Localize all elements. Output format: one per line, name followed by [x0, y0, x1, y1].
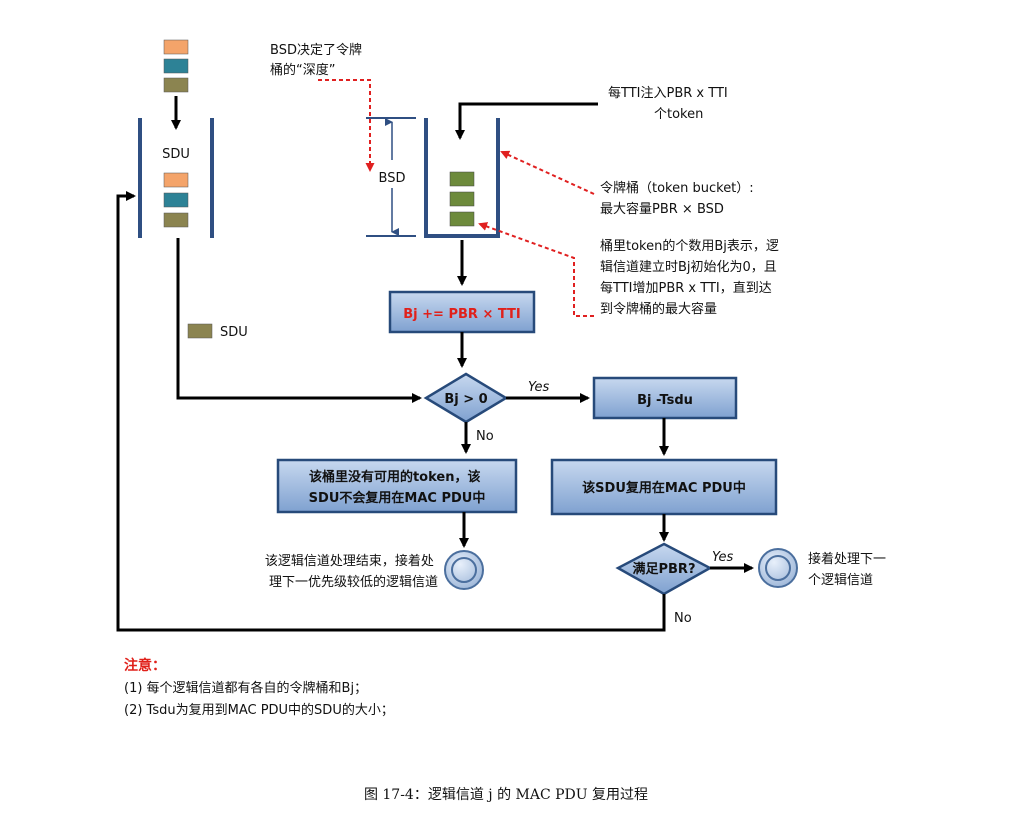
bj-desc-pointer [478, 222, 594, 317]
bj-decrement-box: Bj -Tsdu [592, 376, 738, 420]
bj-desc-line-1: 桶里token的个数用Bj表示，逻 [600, 238, 779, 254]
bsd-note: BSD决定了令牌 桶的“深度” [270, 42, 366, 78]
no-label-1: No [476, 429, 494, 444]
pbr-inject-line-1: 每TTI注入PBR x TTI [608, 85, 728, 101]
no-token-line-2: SDU不会复用在MAC PDU中 [309, 490, 486, 506]
no-token-line-1: 该桶里没有可用的token，该 [309, 469, 481, 485]
sdu-queue: SDU [138, 118, 214, 238]
end-node-right [758, 548, 798, 588]
queued-sdu-teal [163, 192, 189, 208]
no-token-text: 该桶里没有可用的token，该 SDU不会复用在MAC PDU中 [309, 469, 486, 506]
arrow-no-loop-back [116, 191, 666, 632]
bj-check-label: Bj > 0 [444, 392, 487, 407]
sdu-block-olive [163, 77, 189, 93]
token-block-2 [449, 191, 475, 207]
yes-label-2: Yes [712, 550, 734, 565]
end-left-note: 该逻辑信道处理结束，接着处 理下一优先级较低的逻辑信道 [265, 553, 438, 590]
bj-check-decision: Bj > 0 [423, 372, 509, 424]
end-left-line-2: 理下一优先级较低的逻辑信道 [269, 574, 438, 590]
sdu-item-label: SDU [220, 325, 248, 340]
notes-title: 注意： [124, 657, 166, 674]
incoming-sdu-blocks [163, 39, 189, 93]
bj-increment-label: Bj += PBR × TTI [403, 307, 520, 322]
token-block-3 [449, 211, 475, 227]
end-node-left [444, 550, 484, 590]
end-right-line-2: 个逻辑信道 [808, 573, 873, 588]
bj-desc-line-2: 辑信道建立时Bj初始化为0，且 [600, 260, 777, 275]
bj-desc-line-3: 每TTI增加PBR x TTI，直到达 [600, 280, 772, 296]
sdu-block-teal [163, 58, 189, 74]
token-bucket [424, 118, 500, 238]
sdu-item-block [187, 323, 213, 339]
bj-decrement-rect [592, 376, 738, 420]
end-circle-right-outer [758, 548, 798, 588]
mux-box: 该SDU复用在MAC PDU中 [550, 458, 778, 516]
yes-label-1: Yes [528, 380, 550, 395]
bsd-note-line-1: BSD决定了令牌 [270, 42, 362, 58]
end-right-note: 接着处理下一 个逻辑信道 [808, 551, 890, 588]
sdu-block-orange [163, 39, 189, 55]
bsd-dim-label: BSD [379, 171, 406, 186]
bucket-desc-line-1: 令牌桶（token bucket）: [600, 180, 754, 196]
pbr-check-decision: 满足PBR? [615, 542, 713, 596]
bj-increment-box: Bj += PBR × TTI [388, 290, 536, 334]
end-circle-left-outer [444, 550, 484, 590]
bsd-note-line-2: 桶的“深度” [270, 62, 335, 78]
end-circle-right-inner [765, 555, 791, 581]
queue-label: SDU [162, 147, 190, 162]
end-right-line-1: 接着处理下一 [808, 551, 886, 567]
note-item-2: (2) Tsdu为复用到MAC PDU中的SDU的大小； [124, 702, 394, 718]
no-token-rect [276, 458, 518, 514]
mux-label: 该SDU复用在MAC PDU中 [582, 480, 746, 496]
bucket-desc-pointer [500, 150, 595, 195]
no-token-box: 该桶里没有可用的token，该 SDU不会复用在MAC PDU中 [276, 458, 518, 514]
end-left-line-1: 该逻辑信道处理结束，接着处 [265, 553, 434, 569]
bj-increment-rect [388, 290, 536, 334]
no-label-2: No [674, 611, 692, 626]
queued-sdu-orange [163, 172, 189, 188]
token-block-1 [449, 171, 475, 187]
bj-decrement-label: Bj -Tsdu [637, 393, 693, 408]
pbr-inject-note: 每TTI注入PBR x TTI 个token [608, 85, 732, 122]
queued-sdu-olive [163, 212, 189, 228]
figure-caption: 图 17-4：逻辑信道 j 的 MAC PDU 复用过程 [364, 786, 648, 803]
arrow-queue-to-decision [176, 238, 422, 403]
arrow-token-inject [455, 102, 598, 140]
pbr-inject-line-2: 个token [654, 107, 703, 122]
note-item-1: (1) 每个逻辑信道都有各自的令牌桶和Bj； [124, 680, 367, 696]
bj-desc: 桶里token的个数用Bj表示，逻 辑信道建立时Bj初始化为0，且 每TTI增加… [600, 238, 783, 317]
end-circle-left-inner [451, 557, 477, 583]
mux-rect [550, 458, 778, 516]
bj-desc-line-4: 到令牌桶的最大容量 [600, 301, 717, 317]
bucket-desc-line-2: 最大容量PBR × BSD [600, 201, 724, 217]
bsd-note-pointer [318, 79, 375, 172]
pbr-check-label: 满足PBR? [633, 561, 696, 577]
bucket-desc: 令牌桶（token bucket）: 最大容量PBR × BSD [600, 180, 758, 217]
